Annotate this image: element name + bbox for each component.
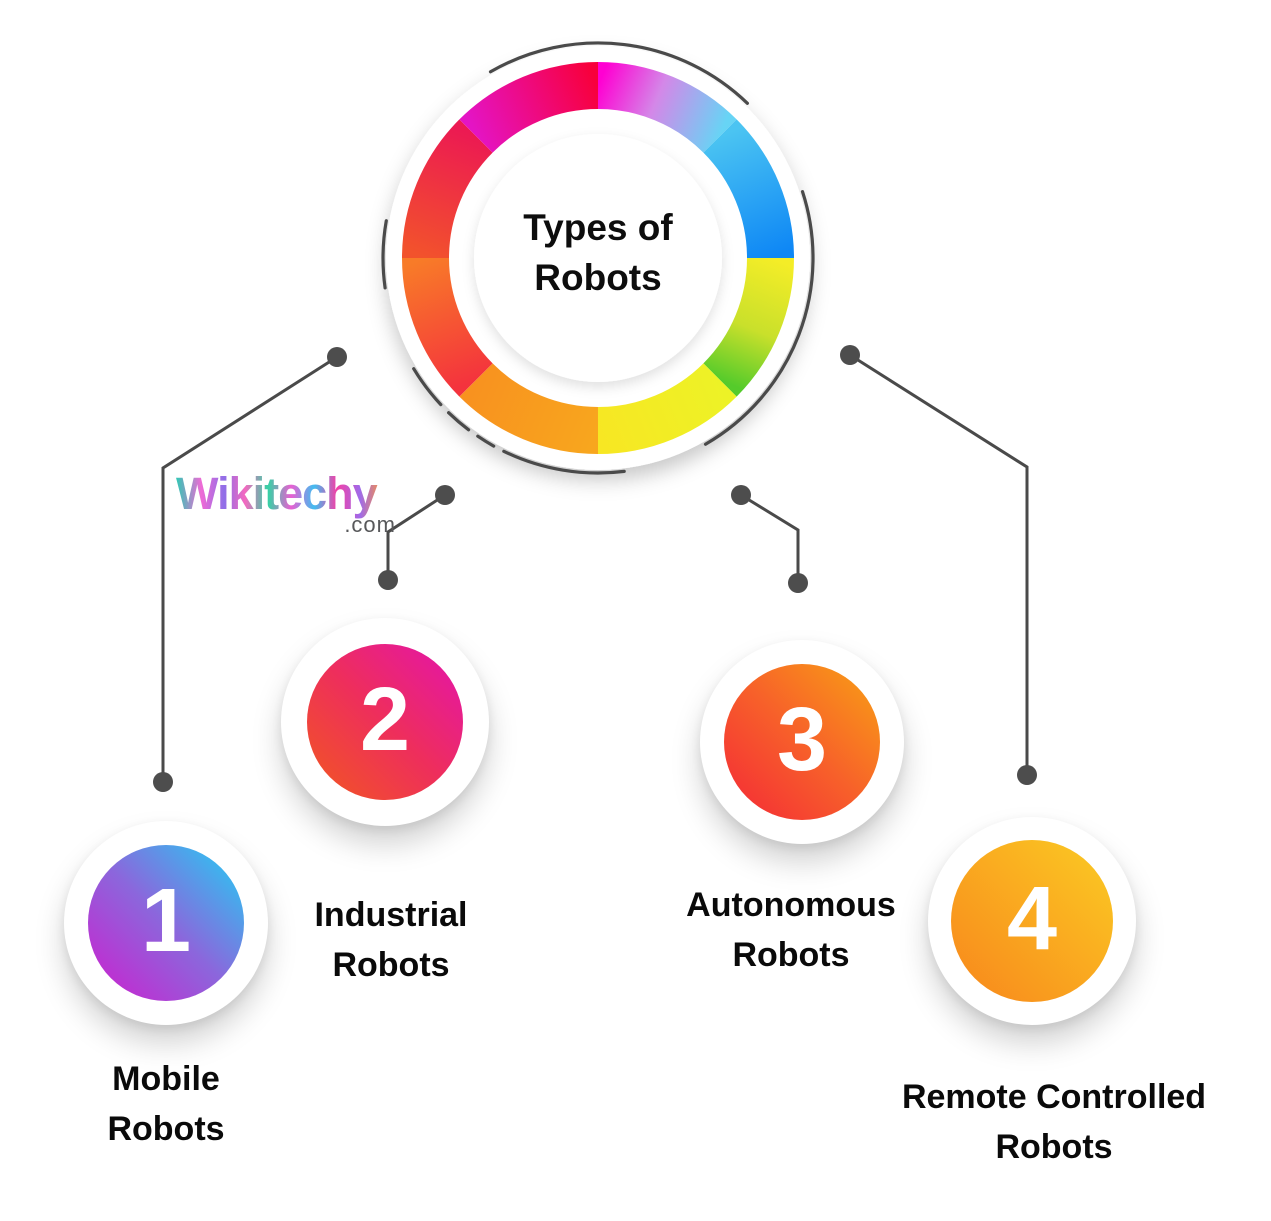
decor-dash-1 [476, 434, 496, 448]
node-2-circle: 2 [307, 644, 463, 800]
logo-tld-text: .com [344, 512, 396, 537]
node-4-disc: 4 [928, 817, 1136, 1025]
node-4-circle: 4 [951, 840, 1113, 1002]
connector-2-start-dot [435, 485, 455, 505]
node-4-label: Remote Controlled Robots [902, 1072, 1206, 1172]
node-1-label: Mobile Robots [107, 1054, 224, 1154]
connector-1-line [161, 355, 338, 782]
node-3-label-line2: Robots [732, 936, 850, 974]
node-4-number: 4 [1006, 869, 1058, 969]
connector-2-end-dot [378, 570, 398, 590]
connector-3-start-dot [731, 485, 751, 505]
node-1-number: 1 [140, 871, 192, 971]
node-2-label-line2: Robots [332, 946, 450, 984]
connector-4-line [849, 353, 1029, 775]
decor-arc-left [381, 219, 388, 290]
node-3-disc: 3 [700, 640, 904, 844]
node-3-label-line1: Autonomous [686, 886, 896, 924]
logo-brand-text: Wikitechy [176, 468, 406, 520]
node-1-circle: 1 [88, 845, 244, 1001]
node-1-label-line2: Robots [107, 1110, 225, 1148]
node-2-disc: 2 [281, 618, 489, 826]
connector-4-end-dot [1017, 765, 1037, 785]
node-3-label: Autonomous Robots [686, 880, 896, 980]
node-1-disc: 1 [64, 821, 268, 1025]
connector-4-start-dot [840, 345, 860, 365]
connector-2-line [386, 493, 446, 580]
decor-arc-right [703, 190, 815, 446]
node-2-number: 2 [359, 670, 411, 770]
node-4-label-line1: Remote Controlled [901, 1078, 1207, 1116]
hub-inner-disc [474, 134, 722, 382]
hub-title-line1: Types of [523, 207, 673, 248]
node-1-label-line1: Mobile [112, 1060, 220, 1098]
hub-ring [381, 41, 815, 475]
node-4-label-line2: Robots [995, 1128, 1113, 1166]
node-2-label-line1: Industrial [314, 896, 468, 934]
connector-3-line [740, 493, 800, 583]
hub-title: Types of Robots [448, 203, 748, 303]
connector-3-end-dot [788, 573, 808, 593]
decor-arc-bottom [502, 449, 626, 475]
node-3-number: 3 [776, 690, 828, 790]
hub-color-ring [402, 62, 794, 454]
decor-dash-3 [412, 367, 443, 407]
hub-decor-arcs [381, 41, 815, 475]
node-3-circle: 3 [724, 664, 880, 820]
node-2-label: Industrial Robots [314, 890, 467, 990]
hub-title-line2: Robots [534, 257, 662, 298]
connector-1-start-dot [327, 347, 347, 367]
wikitechy-logo: Wikitechy .com [176, 468, 406, 538]
decor-dash-2 [447, 411, 471, 432]
decor-arc-top [488, 41, 749, 105]
connector-1-end-dot [153, 772, 173, 792]
